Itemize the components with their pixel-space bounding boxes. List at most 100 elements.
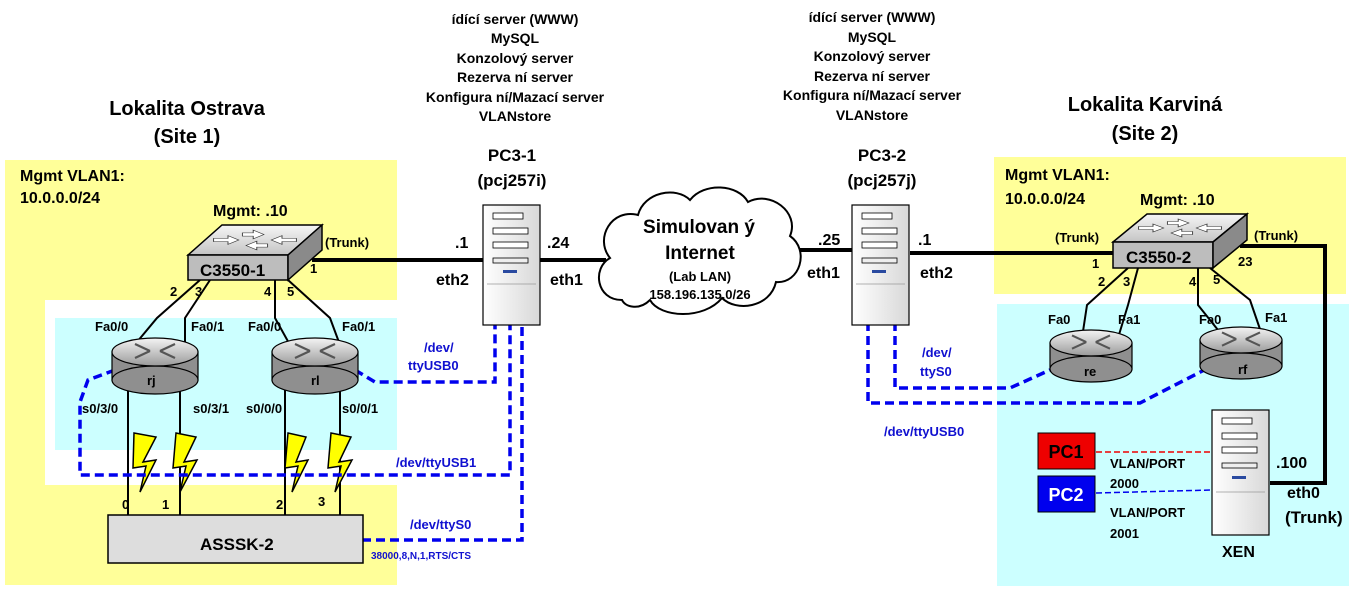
server-xen-icon[interactable]: [1211, 409, 1270, 536]
pc32-if-right: eth2: [920, 265, 953, 282]
internet-line2: Internet: [665, 243, 735, 264]
pc2-label: PC2: [1048, 485, 1083, 505]
site1-port-2: 2: [170, 284, 177, 299]
pc32-console-usb0: /dev/ttyUSB0: [884, 424, 964, 439]
re-fa1: Fa1: [1118, 312, 1140, 327]
rj-name: rj: [147, 373, 156, 388]
xen-trunk: (Trunk): [1285, 508, 1343, 527]
server-role-3: Konzolový server: [814, 48, 931, 64]
site2-port-5: 5: [1213, 272, 1220, 287]
site1-port-5: 5: [287, 284, 294, 299]
site1-mgmt-net: 10.0.0.0/24: [20, 190, 100, 207]
pc32-ip-right: .1: [918, 232, 931, 249]
console-ttys0-asssk: [362, 322, 524, 542]
pc31-ip-left: .1: [455, 235, 468, 252]
pc32-ip-left: .25: [818, 232, 840, 249]
rl-fa1: Fa0/1: [342, 319, 375, 334]
xen-ip: .100: [1276, 455, 1307, 472]
asssk-name: ASSSK-2: [200, 535, 274, 554]
rj-fa1: Fa0/1: [191, 319, 224, 334]
eth-sw1-p5-rl: [287, 279, 341, 346]
eth-sw2-p5-rf: [1209, 267, 1263, 336]
internet-line4: 158.196.135.0/26: [649, 287, 750, 302]
xen-name: XEN: [1222, 544, 1255, 561]
server-role-4: Rezerva ní server: [457, 69, 574, 85]
pc31-ip-right: .24: [547, 235, 569, 252]
rf-fa1: Fa1: [1265, 310, 1287, 325]
site2-switch-name: C3550-2: [1126, 248, 1191, 267]
eth-sw1-p3-rj: [184, 279, 211, 345]
server-role-3: Konzolový server: [457, 50, 574, 66]
site2-trunk-right: (Trunk): [1254, 228, 1298, 243]
pc32-if-left: eth1: [807, 265, 840, 282]
server-role-2: MySQL: [491, 30, 540, 46]
rl-s0-0-1: s0/0/1: [342, 401, 378, 416]
site2-mgmt-net: 10.0.0.0/24: [1005, 191, 1085, 208]
pc31-console-usb0-b: ttyUSB0: [408, 358, 459, 373]
xen-if: eth0: [1287, 485, 1320, 502]
pc31-serial-params: 38000,8,N,1,RTS/CTS: [371, 551, 471, 562]
server-role-4: Rezerva ní server: [814, 68, 931, 84]
site2-subtitle: (Site 2): [1112, 123, 1179, 145]
vlan-port-2: VLAN/PORT: [1110, 505, 1185, 520]
router-rf[interactable]: [1199, 326, 1283, 380]
pc31-console-usb0-a: /dev/: [424, 340, 454, 355]
site2-port-3: 3: [1123, 274, 1130, 289]
rf-name: rf: [1238, 362, 1248, 377]
pc2-box[interactable]: [1037, 475, 1096, 513]
vlan-port-1-num: 2000: [1110, 476, 1139, 491]
site2-mgmt-vlan: Mgmt VLAN1:: [1005, 167, 1110, 184]
site1-subtitle: (Site 1): [154, 126, 221, 148]
switch-c3550-1[interactable]: [186, 223, 324, 282]
site1-trunk: (Trunk): [325, 235, 369, 250]
pc1-box[interactable]: [1037, 432, 1096, 470]
site2-port-4: 4: [1189, 274, 1197, 289]
server-role-5: Konfigura ní/Mazací server: [783, 87, 962, 103]
pc31-host: (pcj257i): [478, 171, 547, 190]
asssk-port-3: 3: [318, 494, 325, 509]
console-ttyusb1-rj: [78, 322, 512, 477]
switch-c3550-2[interactable]: [1110, 212, 1250, 270]
server-pc3-2-icon[interactable]: [851, 204, 910, 326]
internet-line1: Simulovan ý: [643, 217, 755, 238]
server-role-1: ídící server (WWW): [809, 9, 936, 25]
server-pc3-1-icon[interactable]: [482, 204, 541, 326]
pc32-console-s0-b: ttyS0: [920, 364, 952, 379]
pc31-console-usb1: /dev/ttyUSB1: [396, 455, 476, 470]
pc2-vlan-link: [1095, 489, 1213, 494]
site2-trunk-left: (Trunk): [1055, 230, 1099, 245]
console-ttys0-re: [893, 322, 1051, 390]
console-ttyusb0-rl: [354, 322, 497, 384]
site1-title: Lokalita Ostrava: [109, 98, 266, 120]
link-sw2-xen: [1240, 244, 1327, 485]
vlan-port-2-num: 2001: [1110, 526, 1139, 541]
eth-sw1-p2-rj: [131, 279, 201, 349]
site2-port-23: 23: [1238, 254, 1252, 269]
site1-port-3: 3: [195, 284, 202, 299]
site1-mgmt-vlan: Mgmt VLAN1:: [20, 168, 125, 185]
site2-port-uplink: 1: [1092, 256, 1099, 271]
site1-switch-name: C3550-1: [200, 261, 265, 280]
internet-line3: (Lab LAN): [669, 269, 731, 284]
asssk-2-box[interactable]: [107, 514, 364, 564]
rj-s0-3-0: s0/3/0: [82, 401, 118, 416]
site2-title: Lokalita Karviná: [1068, 94, 1223, 116]
pc1-label: PC1: [1048, 442, 1083, 462]
eth-sw2-p3-re: [1117, 267, 1139, 339]
server-role-6: VLANstore: [479, 108, 552, 124]
re-name: re: [1084, 364, 1096, 379]
asssk-port-1: 1: [162, 497, 169, 512]
server-role-6: VLANstore: [836, 107, 909, 123]
pc32-console-s0-a: /dev/: [922, 345, 952, 360]
rj-s0-3-1: s0/3/1: [193, 401, 229, 416]
vlan-port-1: VLAN/PORT: [1110, 456, 1185, 471]
console-ttyusb0-rf: [866, 322, 1213, 405]
pc31-if-right: eth1: [550, 272, 583, 289]
site2-mgmt-ip: Mgmt: .10: [1140, 192, 1215, 209]
router-rl[interactable]: [271, 337, 359, 395]
re-fa0: Fa0: [1048, 312, 1070, 327]
rl-s0-0-0: s0/0/0: [246, 401, 282, 416]
router-re[interactable]: [1049, 329, 1133, 383]
router-rj[interactable]: [111, 337, 199, 395]
